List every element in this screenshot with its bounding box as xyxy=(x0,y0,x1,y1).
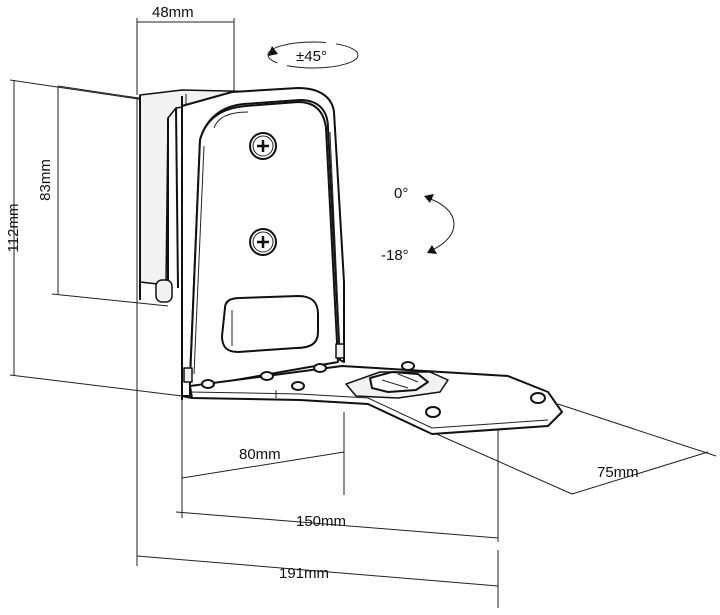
dim-label-80mm: 80mm xyxy=(239,446,281,463)
dim-label-swivel: ±45° xyxy=(296,48,327,65)
screw-top-icon xyxy=(249,132,277,160)
dim-label-83mm: 83mm xyxy=(37,159,54,201)
dim-label-48mm: 48mm xyxy=(152,4,194,21)
dim-label-75mm: 75mm xyxy=(597,464,639,481)
dim-label-tilt-top: 0° xyxy=(394,185,408,202)
dim-label-112mm: 112mm xyxy=(5,204,22,253)
tilt-arrow-icon xyxy=(424,194,455,254)
dim-label-150mm: 150mm xyxy=(296,513,346,530)
screw-bottom-icon xyxy=(249,228,277,256)
base-studs xyxy=(201,361,546,418)
bracket-arm-plate xyxy=(181,87,345,400)
dim-label-191mm: 191mm xyxy=(279,565,329,582)
swivel-arrow-icon xyxy=(267,41,359,69)
bracket-base-plate xyxy=(181,361,563,435)
dim-label-tilt-bottom: -18° xyxy=(381,247,409,264)
dimension-lines xyxy=(9,18,717,608)
